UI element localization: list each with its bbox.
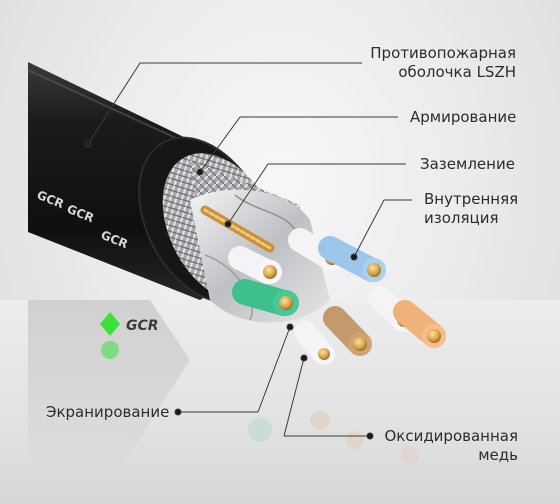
wire-brown-2	[294, 321, 335, 365]
wire-green-1	[228, 246, 282, 284]
label-grounding: Заземление	[420, 155, 515, 173]
label-oxidized-copper-line2: медь	[478, 446, 518, 464]
gcr-logo-text: GCR	[126, 318, 159, 334]
cable-reflection	[28, 300, 419, 470]
label-jacket: Противопожарная оболочка LSZH	[370, 44, 516, 82]
wire-brown-1	[323, 306, 372, 356]
label-shielding: Экранирование	[46, 403, 170, 421]
label-oxidized-copper-line1: Оксидированная	[384, 427, 518, 445]
gcr-logo: GCR	[100, 312, 159, 359]
label-inner-insulation-line1: Внутренняя	[424, 190, 519, 208]
wire-green-2	[232, 279, 299, 316]
label-inner-insulation: Внутренняя изоляция	[424, 190, 518, 228]
leader-lines	[84, 62, 412, 440]
wire-orange-2	[393, 300, 446, 348]
label-armoring: Армирование	[410, 108, 517, 126]
label-inner-insulation-line2: изоляция	[424, 209, 499, 227]
label-jacket-line2: оболочка LSZH	[398, 63, 516, 81]
wire-blue-2	[318, 236, 386, 282]
label-jacket-line1: Противопожарная	[370, 44, 516, 62]
label-oxidized-copper: Оксидированная медь	[384, 427, 518, 465]
